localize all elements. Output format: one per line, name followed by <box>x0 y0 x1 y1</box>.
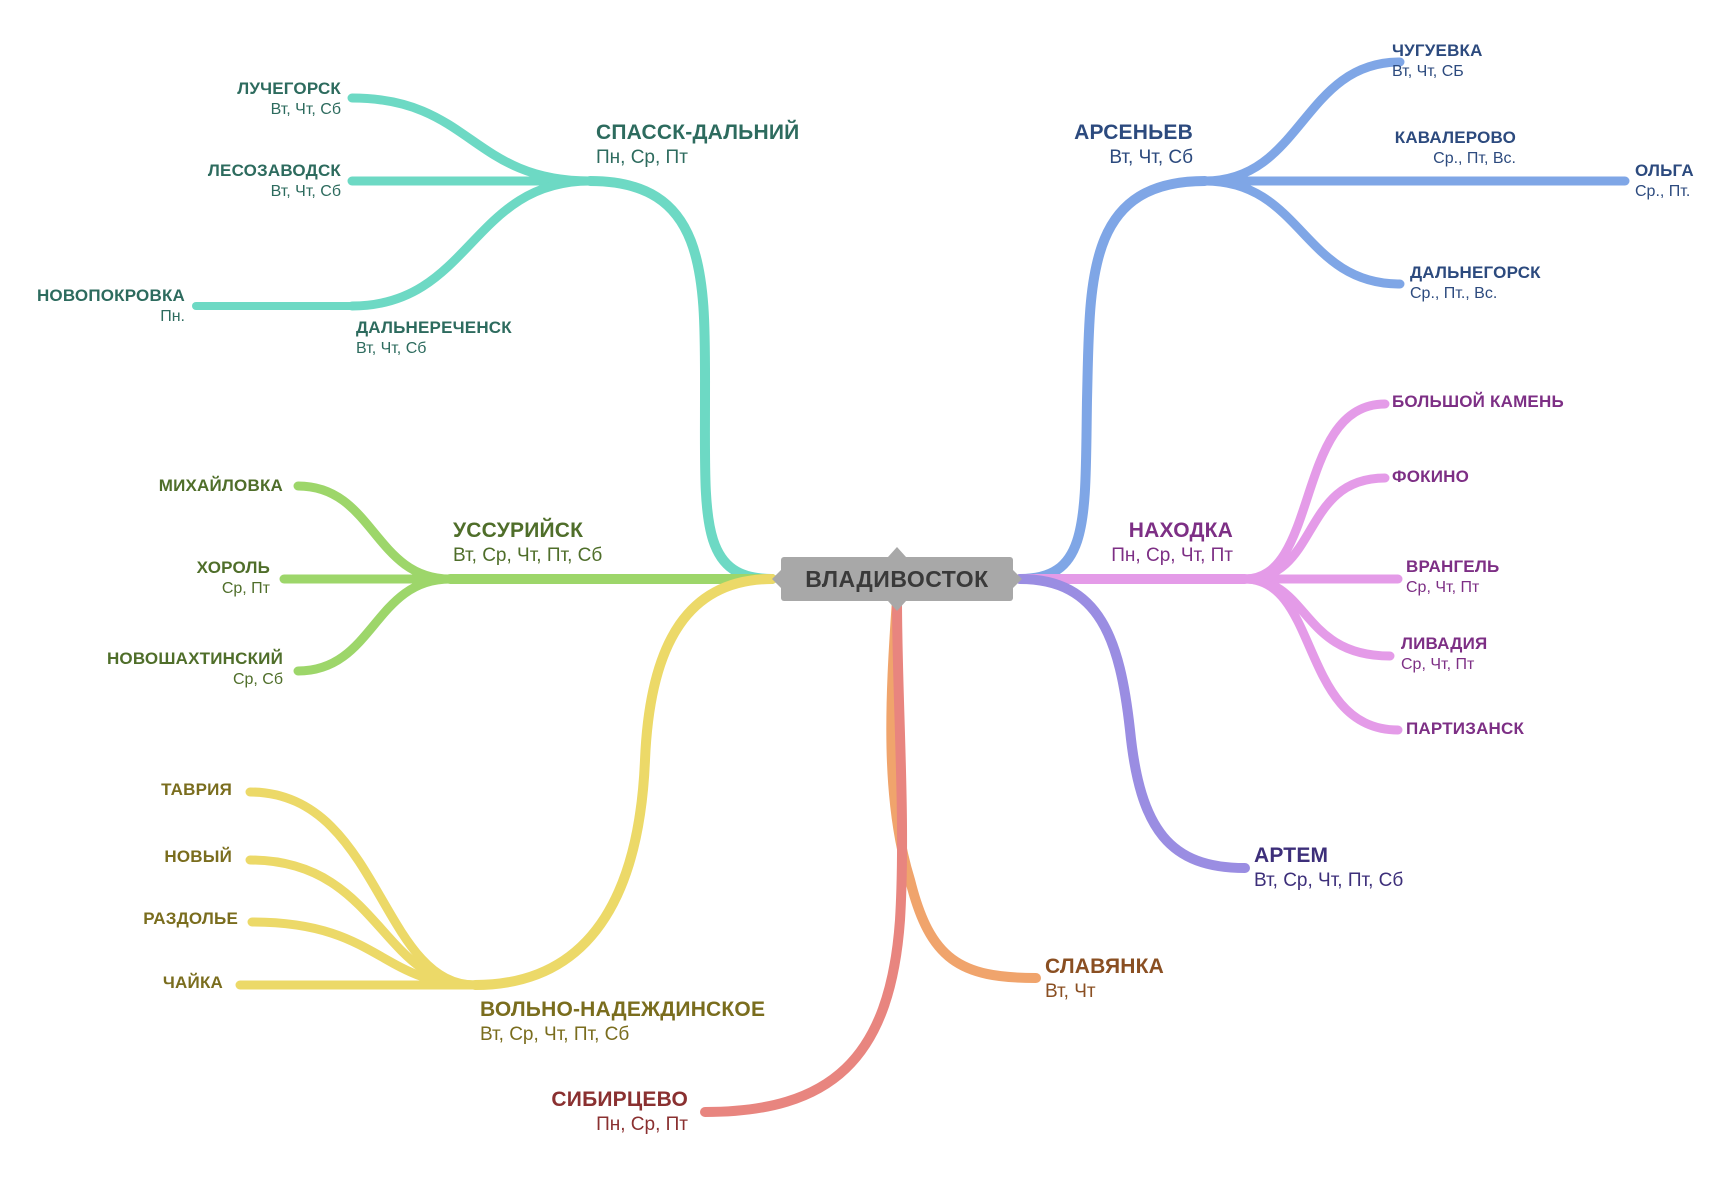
branch-bolshoy-kamen <box>1240 399 1390 584</box>
branch-chuguevka <box>1200 57 1405 186</box>
node-dalnegorsk[interactable]: ДАЛЬНЕГОРСК Ср., Пт., Вс. <box>1410 263 1541 302</box>
node-lesozavodsk[interactable]: ЛЕСОЗАВОДСК Вт, Чт, Сб <box>207 161 341 200</box>
node-ussuriysk[interactable]: УССУРИЙСК Вт, Ср, Чт, Пт, Сб <box>453 519 603 566</box>
node-sibirtsevo[interactable]: СИБИРЦЕВО Пн, Ср, Пт <box>551 1088 688 1135</box>
node-bolshoy-kamen[interactable]: БОЛЬШОЙ КАМЕНЬ <box>1392 392 1564 411</box>
branch-volno <box>470 574 777 990</box>
branch-sibirtsevo <box>700 595 908 1117</box>
branch-arsenyev <box>1015 176 1210 584</box>
node-dalnerechensk[interactable]: ДАЛЬНЕРЕЧЕНСК Вт, Чт, Сб <box>356 318 512 357</box>
branch-novoshakhtinsky <box>293 574 455 676</box>
node-mikhaylovka[interactable]: МИХАЙЛОВКА <box>158 476 283 495</box>
node-tavriya[interactable]: ТАВРИЯ <box>161 780 232 799</box>
node-spassk[interactable]: СПАССК-ДАЛЬНИЙ Пн, Ср, Пт <box>596 121 800 168</box>
node-olga[interactable]: ОЛЬГА Ср., Пт. <box>1635 161 1694 200</box>
node-slavyanka[interactable]: СЛАВЯНКА Вт, Чт <box>1045 955 1165 1002</box>
node-razdolye[interactable]: РАЗДОЛЬЕ <box>143 909 238 928</box>
node-partizansk[interactable]: ПАРТИЗАНСК <box>1406 719 1525 738</box>
node-luchegorsk[interactable]: ЛУЧЕГОРСК Вт, Чт, Сб <box>237 79 341 118</box>
node-fokino[interactable]: ФОКИНО <box>1392 467 1470 486</box>
center-marker-left <box>772 570 781 588</box>
branch-dalnerechensk <box>347 176 595 311</box>
node-arsenyev[interactable]: АРСЕНЬЕВ Вт, Чт, Сб <box>1074 121 1193 168</box>
branch-luchegorsk <box>347 93 595 186</box>
center-marker-right <box>1013 570 1022 588</box>
center-marker-top <box>888 547 906 557</box>
node-chayka[interactable]: ЧАЙКА <box>162 973 223 992</box>
node-artem[interactable]: АРТЕМ Вт, Ср, Чт, Пт, Сб <box>1254 844 1404 891</box>
node-novoshakhtinsky[interactable]: НОВОШАХТИНСКИЙ Ср, Сб <box>106 649 283 688</box>
branch-slavyanka <box>886 595 1041 983</box>
node-kavalerovo[interactable]: КАВАЛЕРОВО Ср., Пт, Вс. <box>1394 128 1516 167</box>
central-node-label: ВЛАДИВОСТОК <box>805 565 989 592</box>
node-novy[interactable]: НОВЫЙ <box>164 847 232 866</box>
node-livadiya[interactable]: ЛИВАДИЯ Ср, Чт, Пт <box>1401 634 1488 673</box>
branch-dalnegorsk <box>1200 176 1405 289</box>
branch-tavriya <box>245 787 480 990</box>
node-chuguevka[interactable]: ЧУГУЕВКА Вт, Чт, СБ <box>1392 41 1483 80</box>
node-volno-nadezhdinskoe[interactable]: ВОЛЬНО-НАДЕЖДИНСКОЕ Вт, Ср, Чт, Пт, Сб <box>480 998 766 1045</box>
branch-artem <box>1015 574 1250 873</box>
node-vrangel[interactable]: ВРАНГЕЛЬ Ср, Чт, Пт <box>1406 557 1500 596</box>
center-marker-bottom <box>888 601 906 611</box>
node-novopokrovka[interactable]: НОВОПОКРОВКА Пн. <box>36 286 185 325</box>
central-node[interactable]: ВЛАДИВОСТОК <box>781 557 1013 601</box>
branch-partizansk <box>1240 574 1403 735</box>
branch-spassk <box>585 176 777 584</box>
branch-mikhaylovka <box>293 481 455 584</box>
node-nakhodka[interactable]: НАХОДКА Пн, Ср, Чт, Пт <box>1111 519 1233 566</box>
branch-livadiya <box>1240 574 1395 661</box>
node-khorol[interactable]: ХОРОЛЬ Ср, Пт <box>196 558 270 597</box>
branch-fokino <box>1240 473 1390 584</box>
